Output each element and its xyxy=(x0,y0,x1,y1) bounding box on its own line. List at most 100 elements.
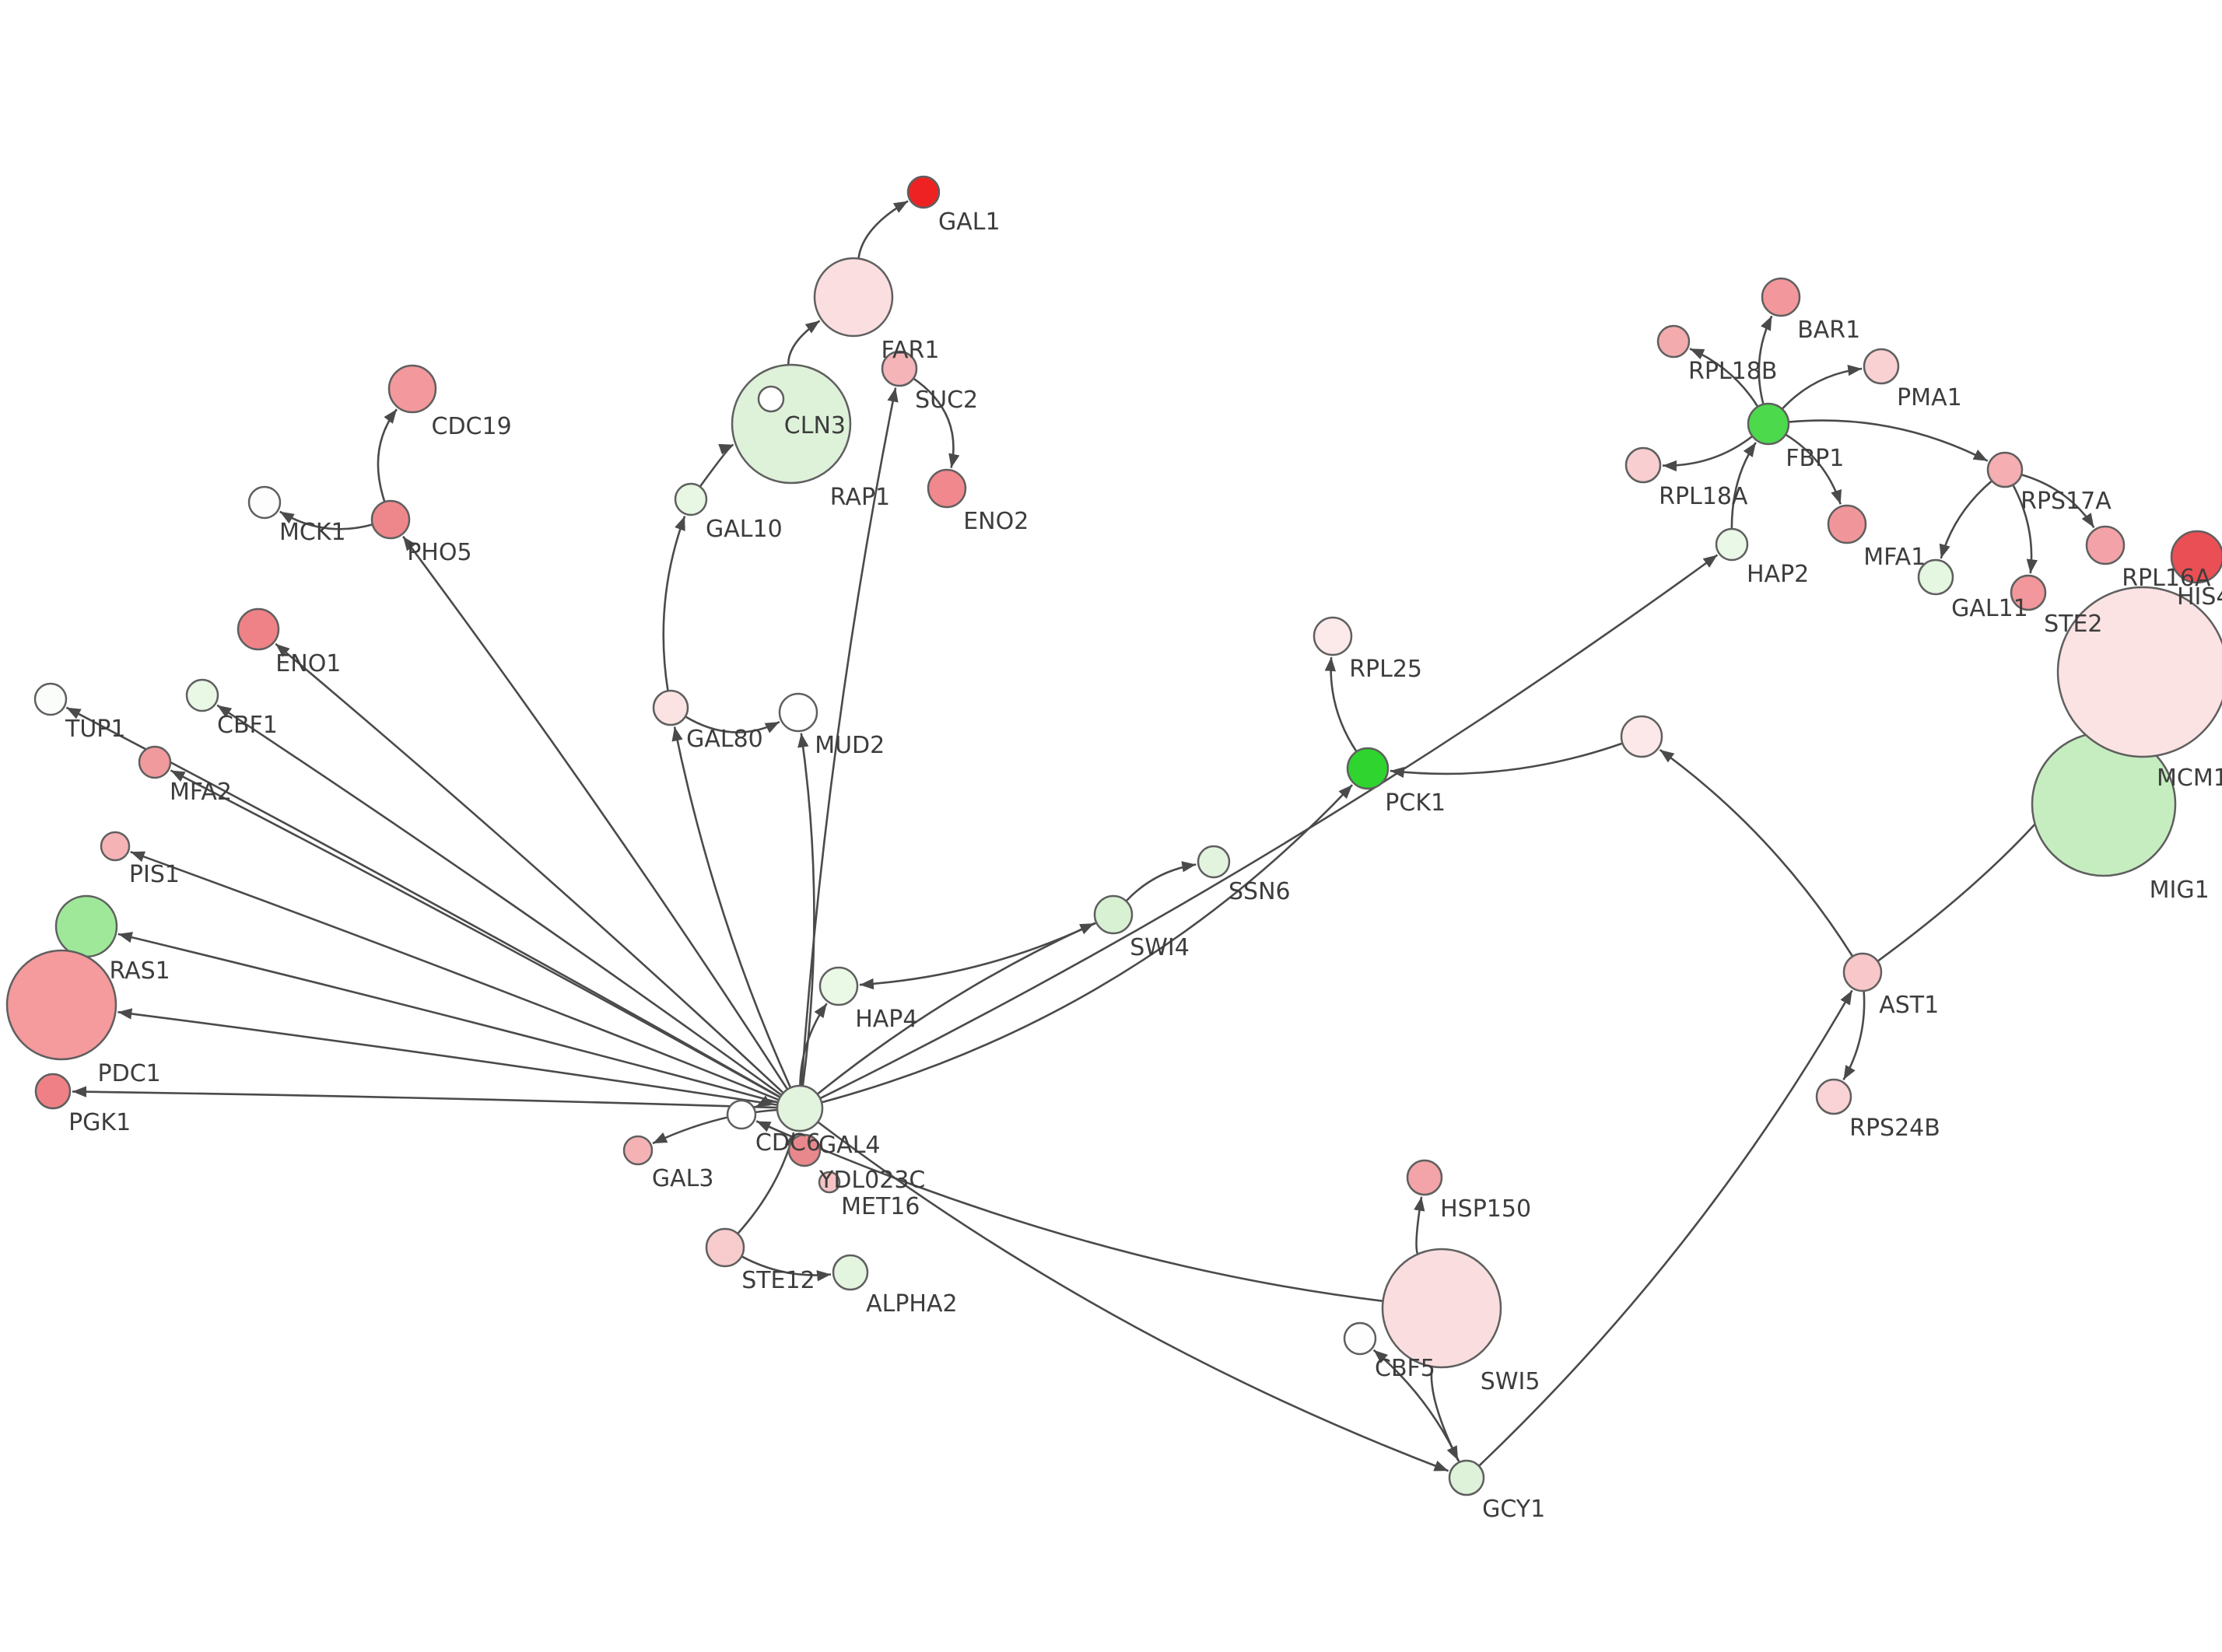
edge-FBP1-MFA1[interactable] xyxy=(1785,433,1842,505)
edge-GAL4-PHO5[interactable] xyxy=(402,535,789,1090)
edge-RPS17A-STE2[interactable] xyxy=(2012,484,2038,574)
edge-FBP1-RPL18B[interactable] xyxy=(1689,348,1759,408)
edge-GAL80-MUD2[interactable] xyxy=(685,716,780,733)
node-mcm1[interactable] xyxy=(2056,586,2222,758)
node-ssn6[interactable] xyxy=(1197,845,1231,879)
edge-GAL4-GCY1[interactable] xyxy=(817,1121,1449,1472)
node-pma1[interactable] xyxy=(1863,348,1900,385)
node-rpl25[interactable] xyxy=(1313,616,1353,656)
edge-GAL4-ENO1[interactable] xyxy=(275,642,784,1094)
edge-AST1-RPS24B[interactable] xyxy=(1842,990,1866,1080)
node-rps17a[interactable] xyxy=(1986,451,2024,488)
node-cln3[interactable] xyxy=(757,385,785,413)
node-cbf1[interactable] xyxy=(185,678,219,712)
edge-GAL4-MUD2[interactable] xyxy=(797,733,815,1087)
node-eno1[interactable] xyxy=(237,607,280,651)
edge-GAL4-PIS1[interactable] xyxy=(130,850,780,1101)
edge-PCK1-RPL25[interactable] xyxy=(1324,656,1358,753)
edge-UNLABELED1-PCK1[interactable] xyxy=(1390,742,1623,779)
edge-GAL4-MFA2[interactable] xyxy=(170,769,781,1099)
node-gal80[interactable] xyxy=(652,689,689,726)
node-hap2[interactable] xyxy=(1715,527,1749,562)
node-tup1[interactable] xyxy=(33,682,68,716)
edge-RPS17A-GAL11[interactable] xyxy=(1939,480,1993,559)
edge-HAP2-FBP1[interactable] xyxy=(1730,442,1757,530)
edge-FBP1-BAR1[interactable] xyxy=(1758,315,1773,405)
edge-GAL4-TUP1[interactable] xyxy=(65,706,781,1098)
node-pck1[interactable] xyxy=(1346,747,1390,790)
edge-GAL4-GAL3[interactable] xyxy=(652,1108,778,1145)
node-bar1[interactable] xyxy=(1761,277,1801,317)
node-mck1[interactable] xyxy=(247,485,282,520)
edge-SUC2-ENO2[interactable] xyxy=(913,377,960,468)
edge-GAL4-PCK1[interactable] xyxy=(821,784,1354,1104)
node-gal11[interactable] xyxy=(1917,558,1954,596)
node-rpl16a[interactable] xyxy=(2085,525,2126,565)
node-his4[interactable] xyxy=(2170,530,2222,584)
edge-AST1-UNLABELED1[interactable] xyxy=(1659,748,1854,957)
edge-FBP1-RPS17A[interactable] xyxy=(1788,419,1989,462)
node-fbp1[interactable] xyxy=(1747,402,1790,446)
edge-GAL4-PDC1[interactable] xyxy=(117,1008,778,1106)
edge-FBP1-RPL18A[interactable] xyxy=(1662,435,1754,472)
node-rpl18a[interactable] xyxy=(1624,446,1662,484)
edge-PHO5-MCK1[interactable] xyxy=(279,510,373,530)
node-suc2[interactable] xyxy=(881,350,918,387)
edge-FBP1-PMA1[interactable] xyxy=(1781,364,1863,410)
edge-GAL4-PGK1[interactable] xyxy=(72,1086,778,1109)
node-unlabeled[interactable] xyxy=(1620,715,1663,758)
node-cdc19[interactable] xyxy=(387,364,437,414)
edge-RPS17A-RPL16A[interactable] xyxy=(2020,474,2095,529)
edge-SWI4-HAP4[interactable] xyxy=(859,922,1097,990)
node-pho5[interactable] xyxy=(370,499,411,540)
node-pis1[interactable] xyxy=(100,831,131,862)
node-hsp150[interactable] xyxy=(1406,1159,1443,1196)
edge-GAL4-SWI4[interactable] xyxy=(816,922,1095,1095)
node-ast1[interactable] xyxy=(1842,952,1883,992)
edge-SWI4-SSN6[interactable] xyxy=(1125,861,1197,902)
edge-GAL4-GAL80[interactable] xyxy=(671,726,792,1089)
node-eno2[interactable] xyxy=(927,468,967,509)
node-ras1[interactable] xyxy=(54,894,118,958)
node-rps24b[interactable] xyxy=(1815,1078,1852,1115)
node-alpha2[interactable] xyxy=(832,1254,869,1291)
edge-GCY1-AST1[interactable] xyxy=(1478,989,1853,1467)
node-ste12[interactable] xyxy=(705,1227,745,1268)
node-gal4[interactable] xyxy=(776,1084,824,1132)
edge-GAL4-CDC6[interactable] xyxy=(755,1095,779,1108)
node-hap4[interactable] xyxy=(818,966,859,1006)
edge-GAL4-RAS1[interactable] xyxy=(117,932,779,1104)
node-met16[interactable] xyxy=(818,1171,841,1194)
edge-RAP1-FAR1[interactable] xyxy=(787,320,821,366)
node-mfa2[interactable] xyxy=(138,745,172,779)
node-cdc6[interactable] xyxy=(726,1099,757,1130)
node-swi4[interactable] xyxy=(1093,894,1134,935)
edge-GAL4-HAP2[interactable] xyxy=(819,554,1719,1100)
edge-GAL10-RAP1[interactable] xyxy=(699,443,734,488)
edge-SWI5-GCY1[interactable] xyxy=(1430,1366,1460,1461)
edge-GAL4-HAP4[interactable] xyxy=(799,1003,828,1087)
node-swi5[interactable] xyxy=(1381,1248,1502,1369)
edge-SWI5-HSP150[interactable] xyxy=(1414,1196,1425,1255)
node-cbf5[interactable] xyxy=(1343,1321,1377,1356)
node-ste2[interactable] xyxy=(2010,574,2047,611)
node-pgk1[interactable] xyxy=(34,1073,72,1110)
edge-FAR1-GAL1[interactable] xyxy=(857,200,909,259)
node-rpl18b[interactable] xyxy=(1656,324,1691,359)
node-gal3[interactable] xyxy=(622,1135,654,1166)
node-gcy1[interactable] xyxy=(1448,1459,1485,1496)
node-ydl023c[interactable] xyxy=(787,1133,822,1167)
edge-GAL4-CBF1[interactable] xyxy=(216,704,783,1097)
node-mfa1[interactable] xyxy=(1827,504,1867,544)
edge-SWI5-CDC6[interactable] xyxy=(755,1120,1383,1303)
edge-STE12-ALPHA2[interactable] xyxy=(741,1255,832,1282)
node-pdc1[interactable] xyxy=(5,949,117,1061)
node-far1[interactable] xyxy=(813,257,894,338)
edge-PHO5-CDC19[interactable] xyxy=(377,408,398,502)
node-gal10[interactable] xyxy=(674,482,708,516)
node-mud2[interactable] xyxy=(778,692,818,733)
edge-GAL80-GAL10[interactable] xyxy=(662,516,686,691)
edge-GAL4-SUC2[interactable] xyxy=(800,387,899,1087)
